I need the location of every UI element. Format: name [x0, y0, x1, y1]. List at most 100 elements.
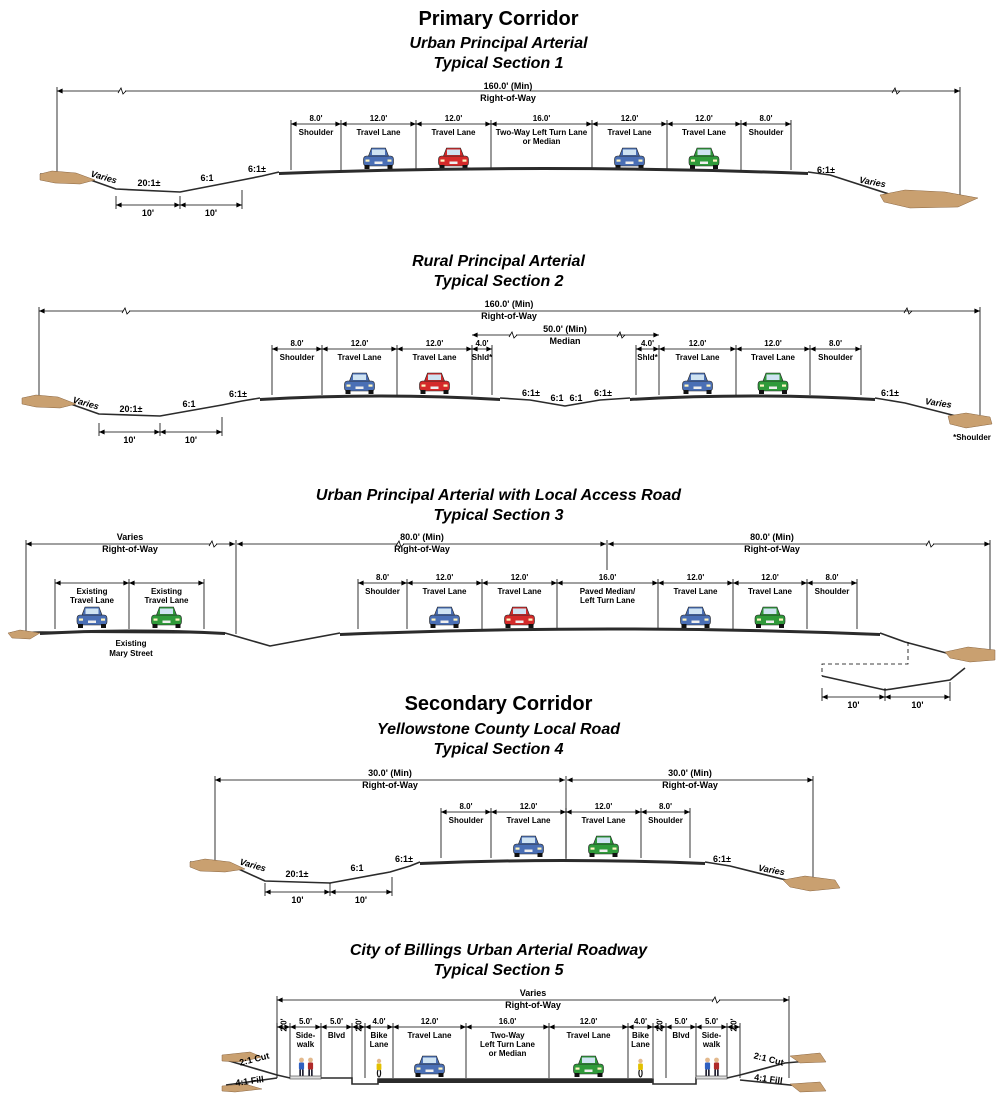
car-green-icon	[151, 606, 182, 628]
car-blue-icon	[76, 606, 108, 628]
lane-label: Travel Lane	[356, 128, 401, 137]
footnote: *Shoulder	[953, 433, 991, 442]
pavement	[420, 859, 705, 865]
lane-width: 2.0'	[656, 1018, 665, 1031]
slope-label: 6:1±	[522, 388, 540, 398]
break-mark	[395, 540, 405, 548]
median-caption: Median	[549, 336, 580, 346]
pedestrian-icon	[307, 1057, 314, 1077]
row-caption: Right-of-Way	[102, 544, 158, 554]
arrow-head	[277, 1024, 283, 1030]
arrow-head	[851, 580, 857, 586]
section-5-heading: City of Billings Urban Arterial Roadway	[349, 942, 648, 959]
lane-label: walk	[296, 1040, 315, 1049]
slope-label: 6:1±	[229, 389, 247, 399]
primary-corridor-title: Primary Corridor	[418, 8, 579, 30]
slope-label: 6:1±	[817, 165, 835, 175]
lane-label: Shoulder	[648, 816, 683, 825]
arrow-head	[733, 580, 739, 586]
arrow-head	[410, 121, 416, 127]
arrow-head	[628, 1024, 634, 1030]
row-width: 80.0' (Min)	[400, 532, 444, 542]
median-width: 50.0' (Min)	[543, 324, 587, 334]
lane-label: Lane	[631, 1040, 650, 1049]
section-3-heading: Urban Principal Arterial with Local Acce…	[315, 487, 682, 504]
lane-label: Paved Median/	[580, 587, 636, 596]
break-mark	[117, 87, 127, 95]
arrow-head	[352, 1024, 358, 1030]
lane-label: Travel Lane	[412, 353, 457, 362]
arrow-head	[26, 541, 32, 547]
arrow-head	[180, 202, 186, 208]
ground-mound	[789, 1052, 827, 1064]
arrow-head	[265, 889, 271, 895]
arrow-head	[216, 429, 222, 435]
arrow-head	[316, 346, 322, 352]
arrow-head	[653, 1024, 659, 1030]
row-caption: Right-of-Way	[744, 544, 800, 554]
arrow-head	[549, 1024, 555, 1030]
arrow-head	[229, 541, 235, 547]
lane-width: 12.0'	[761, 573, 779, 582]
arrow-head	[358, 580, 364, 586]
break-mark	[925, 540, 935, 548]
lane-label: Shoulder	[365, 587, 400, 596]
arrow-head	[482, 580, 488, 586]
arrow-head	[659, 346, 665, 352]
bicyclist-icon	[376, 1058, 382, 1078]
arrow-head	[974, 308, 980, 314]
arrow-head	[466, 1024, 472, 1030]
lane-label: Travel Lane	[497, 587, 542, 596]
lane-width: 12.0'	[689, 339, 707, 348]
sidewalk-slab	[695, 1075, 728, 1080]
car-green-icon	[757, 372, 789, 394]
arrow-head	[734, 1024, 740, 1030]
arrow-head	[365, 1024, 371, 1030]
arrow-head	[954, 88, 960, 94]
ground-profile	[225, 1059, 291, 1079]
lane-label: Two-Way Left Turn Lane	[496, 128, 588, 137]
section-1-subheading: Typical Section 1	[433, 55, 564, 72]
slope-label: 6:1±	[594, 388, 612, 398]
arrow-head	[341, 121, 347, 127]
lane-width: 12.0'	[426, 339, 444, 348]
slope-label: 6:1	[550, 393, 563, 403]
arrow-head	[284, 1024, 290, 1030]
row-caption: Right-of-Way	[480, 93, 536, 103]
slope-label: 6:1±	[881, 388, 899, 398]
lane-width: 5.0'	[705, 1017, 718, 1026]
arrow-head	[322, 346, 328, 352]
arrow-head	[346, 1024, 352, 1030]
arrow-head	[215, 777, 221, 783]
lane-label: Side-	[296, 1031, 316, 1040]
lane-width: 4.0'	[372, 1017, 385, 1026]
arrow-head	[660, 1024, 666, 1030]
ground-profile	[9, 631, 341, 647]
slope-label: 6:1±	[395, 854, 413, 864]
lane-width: 8.0'	[309, 114, 322, 123]
pedestrian-icon	[704, 1057, 711, 1077]
lane-width: 8.0'	[659, 802, 672, 811]
pavement	[279, 167, 808, 175]
car-green-icon	[754, 606, 786, 628]
lane-label: Bike	[371, 1031, 388, 1040]
section-5-subheading: Typical Section 5	[433, 962, 564, 979]
lane-width: 12.0'	[370, 114, 388, 123]
row-width: 80.0' (Min)	[750, 532, 794, 542]
arrow-head	[174, 202, 180, 208]
slope-label: Varies	[90, 169, 118, 186]
ditch-width: 10'	[911, 700, 923, 710]
lane-width: 2.0'	[355, 1018, 364, 1031]
lane-width: 8.0'	[829, 339, 842, 348]
arrow-head	[486, 346, 492, 352]
arrow-head	[237, 541, 243, 547]
arrow-head	[401, 580, 407, 586]
arrow-head	[658, 580, 664, 586]
arrow-head	[592, 121, 598, 127]
section-2-heading: Rural Principal Arterial	[412, 253, 585, 270]
ground-mound	[789, 1081, 827, 1093]
lane-width: 12.0'	[764, 339, 782, 348]
lane-label: walk	[702, 1040, 721, 1049]
arrow-head	[984, 541, 990, 547]
